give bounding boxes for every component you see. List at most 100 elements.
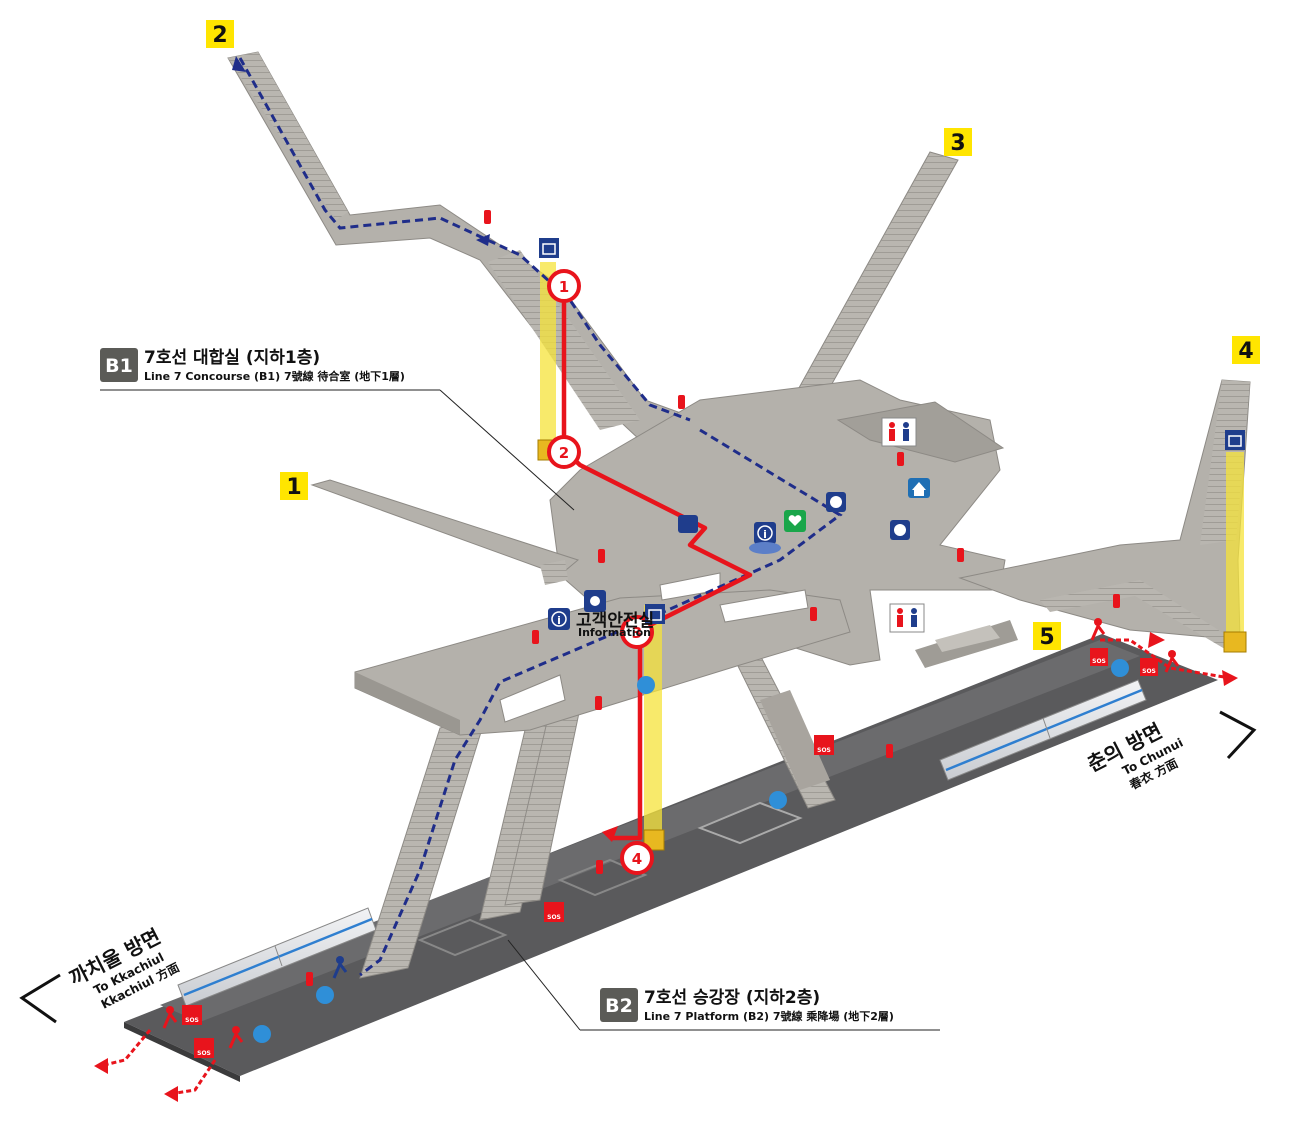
platform-stairs — [359, 654, 836, 979]
svg-text:i: i — [557, 614, 561, 627]
emergency-exit-icon — [1090, 618, 1106, 641]
walking-path — [238, 57, 843, 977]
svg-text:SOS: SOS — [1092, 658, 1106, 665]
info-booth-label-en: Information — [578, 626, 651, 639]
svg-text:SOS: SOS — [817, 747, 831, 754]
map-icons: i i 고객안전실 Information SOS SOS — [94, 210, 1245, 1102]
emergency-exit-icon — [228, 1026, 244, 1049]
sos-phone-icon: SOS — [182, 1005, 202, 1025]
restroom-icon — [889, 603, 925, 633]
exit-badge-1: 1 — [280, 472, 308, 500]
wheelchair-icon — [253, 1025, 271, 1043]
elevator-shaft-1 — [540, 262, 556, 457]
platform-label: B2 7호선 승강장 (지하2층) Line 7 Platform (B2) 7… — [507, 939, 940, 1031]
svg-text:2: 2 — [559, 444, 569, 462]
svg-text:B1: B1 — [105, 355, 133, 377]
concourse-label: B1 7호선 대합실 (지하1층) Line 7 Concourse (B1) … — [100, 347, 575, 511]
fire-extinguisher-icon — [484, 210, 491, 224]
route-step-4: 4 — [620, 841, 654, 875]
fire-extinguisher-icon — [306, 972, 313, 986]
fire-extinguisher-icon — [897, 452, 904, 466]
wheelchair-icon — [316, 986, 334, 1004]
wheelchair-icon — [769, 791, 787, 809]
aed-icon — [784, 510, 806, 532]
exit-badge-2: 2 — [206, 20, 234, 48]
elevator-icon — [1225, 430, 1245, 450]
direction-right: 춘의 방면 To Chunui 春衣 方面 — [1083, 710, 1257, 793]
svg-text:i: i — [763, 528, 767, 541]
info-booth-label-ko: 고객안전실 — [576, 611, 654, 631]
exit-badge-5: 5 — [1033, 622, 1061, 650]
accessibility-icon — [890, 520, 910, 540]
svg-text:3: 3 — [950, 131, 965, 156]
escape-arrow — [164, 1086, 178, 1102]
platform-title-ko: 7호선 승강장 (지하2층) — [644, 988, 820, 1008]
fire-extinguisher-icon — [595, 696, 602, 710]
wheelchair-icon — [1111, 659, 1129, 677]
elevator-shaft-2 — [644, 605, 662, 845]
arrow-left-icon — [19, 973, 61, 1024]
elevator-icon — [645, 604, 665, 624]
elevator-shaft-3 — [1226, 452, 1244, 642]
path-concourse-to-gate — [359, 428, 843, 977]
svg-text:5: 5 — [1039, 625, 1054, 650]
sos-phone-icon: SOS — [1090, 648, 1108, 666]
sos-phone-icon: SOS — [544, 902, 564, 922]
concourse-level — [227, 51, 1251, 736]
svg-text:2: 2 — [212, 23, 227, 48]
accessibility-icon — [826, 492, 846, 512]
emergency-exit-icon — [332, 956, 348, 979]
exit-3-corridor — [794, 151, 959, 406]
escape-arrow — [1148, 632, 1165, 648]
svg-text:1: 1 — [559, 278, 569, 296]
fire-extinguisher-icon — [532, 630, 539, 644]
route-step-1: 1 — [547, 269, 581, 303]
svg-text:SOS: SOS — [197, 1050, 211, 1057]
stair-right-b — [760, 690, 830, 790]
svg-text:3: 3 — [632, 624, 642, 642]
info-icon: i — [754, 522, 776, 544]
fire-extinguisher-icon — [886, 744, 893, 758]
platform-title-en: Line 7 Platform (B2) 7號線 乘降場 (地下2層) — [644, 1009, 894, 1023]
fire-extinguisher-icon — [596, 860, 603, 874]
svg-text:1: 1 — [286, 475, 301, 500]
info-icon: i — [548, 608, 570, 630]
fire-extinguisher-icon — [678, 395, 685, 409]
route-step-2: 2 — [547, 435, 581, 469]
svg-text:SOS: SOS — [547, 914, 561, 921]
fire-extinguisher-icon — [957, 548, 964, 562]
path-exit2-to-concourse — [238, 57, 691, 422]
concourse-title-ko: 7호선 대합실 (지하1층) — [144, 347, 320, 368]
fire-extinguisher-icon — [598, 549, 605, 563]
path-arrow-up — [232, 56, 246, 72]
exit-badge-4: 4 — [1232, 336, 1260, 364]
svg-text:4: 4 — [1238, 339, 1253, 364]
svg-text:SOS: SOS — [185, 1017, 199, 1024]
escape-arrow — [1222, 670, 1238, 686]
fire-extinguisher-icon — [810, 607, 817, 621]
direction-left: 까치울 방면 To Kkachiul Kkachiul 方面 — [19, 924, 182, 1024]
information-booth: 고객안전실 Information — [576, 590, 654, 639]
accessibility-icon — [678, 515, 698, 533]
arrow-right-icon — [1219, 710, 1257, 760]
svg-text:SOS: SOS — [1142, 668, 1156, 675]
station-office-icon — [908, 478, 930, 498]
sos-phone-icon: SOS — [814, 735, 834, 755]
wheelchair-icon — [637, 676, 655, 694]
route-step-3: 3 — [620, 615, 654, 649]
svg-text:4: 4 — [632, 850, 642, 868]
elevator-icon — [539, 238, 559, 258]
sos-phone-icon: SOS — [194, 1038, 214, 1058]
escape-arrow — [94, 1058, 108, 1074]
restroom-icon — [881, 417, 917, 447]
fire-extinguisher-icon — [1113, 594, 1120, 608]
svg-text:B2: B2 — [605, 995, 633, 1017]
emergency-exit-icon — [162, 1006, 178, 1029]
train-right — [939, 679, 1147, 781]
elevators — [537, 262, 1247, 851]
route-arrow — [602, 826, 618, 842]
sos-phone-icon: SOS — [1140, 658, 1158, 676]
concourse-title-en: Line 7 Concourse (B1) 7號線 待合室 (地下1層) — [144, 369, 405, 383]
path-arrow-mid — [476, 234, 490, 246]
